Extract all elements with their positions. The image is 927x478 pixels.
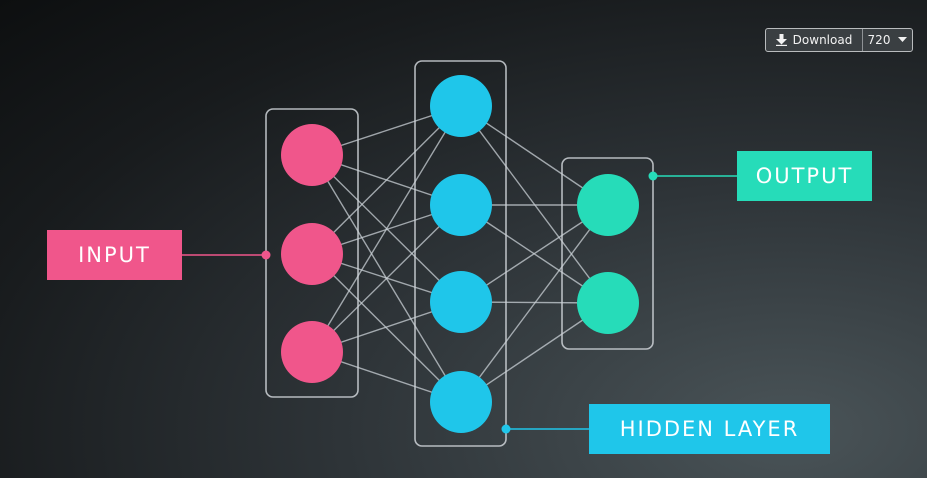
output-neuron-2 bbox=[577, 272, 639, 334]
output-connector-dot bbox=[648, 171, 658, 181]
connection-line bbox=[311, 105, 462, 255]
output-layer-frame bbox=[561, 157, 654, 350]
quality-selector[interactable]: 720 bbox=[863, 29, 912, 51]
hidden-connector-dot bbox=[501, 424, 511, 434]
hidden-layer-label: HIDDEN LAYER bbox=[589, 404, 830, 454]
hidden-neuron-1 bbox=[430, 75, 492, 137]
input-label: INPUT bbox=[47, 230, 182, 280]
hidden-neuron-2 bbox=[430, 174, 492, 236]
video-player-controls: Download 720 bbox=[765, 28, 913, 52]
output-neuron-1 bbox=[577, 174, 639, 236]
caret-down-icon bbox=[898, 37, 908, 43]
input-neuron-3 bbox=[281, 321, 343, 383]
hidden-neuron-4 bbox=[430, 371, 492, 433]
connection-line bbox=[311, 105, 462, 353]
connection-line bbox=[311, 253, 462, 403]
input-connector-dot bbox=[261, 250, 271, 260]
download-button[interactable]: Download bbox=[766, 29, 863, 51]
output-label: OUTPUT bbox=[737, 151, 872, 201]
download-arrow-icon bbox=[775, 34, 787, 46]
connection-line bbox=[311, 204, 462, 353]
label-connectors bbox=[182, 171, 737, 434]
quality-value: 720 bbox=[867, 33, 891, 47]
input-neuron-1 bbox=[281, 124, 343, 186]
hidden-neuron-3 bbox=[430, 271, 492, 333]
neurons-layer bbox=[281, 75, 639, 433]
hidden-layer-frame bbox=[414, 60, 507, 447]
connections-layer bbox=[311, 105, 609, 403]
download-label: Download bbox=[792, 33, 853, 47]
input-neuron-2 bbox=[281, 223, 343, 285]
connection-line bbox=[460, 204, 609, 403]
